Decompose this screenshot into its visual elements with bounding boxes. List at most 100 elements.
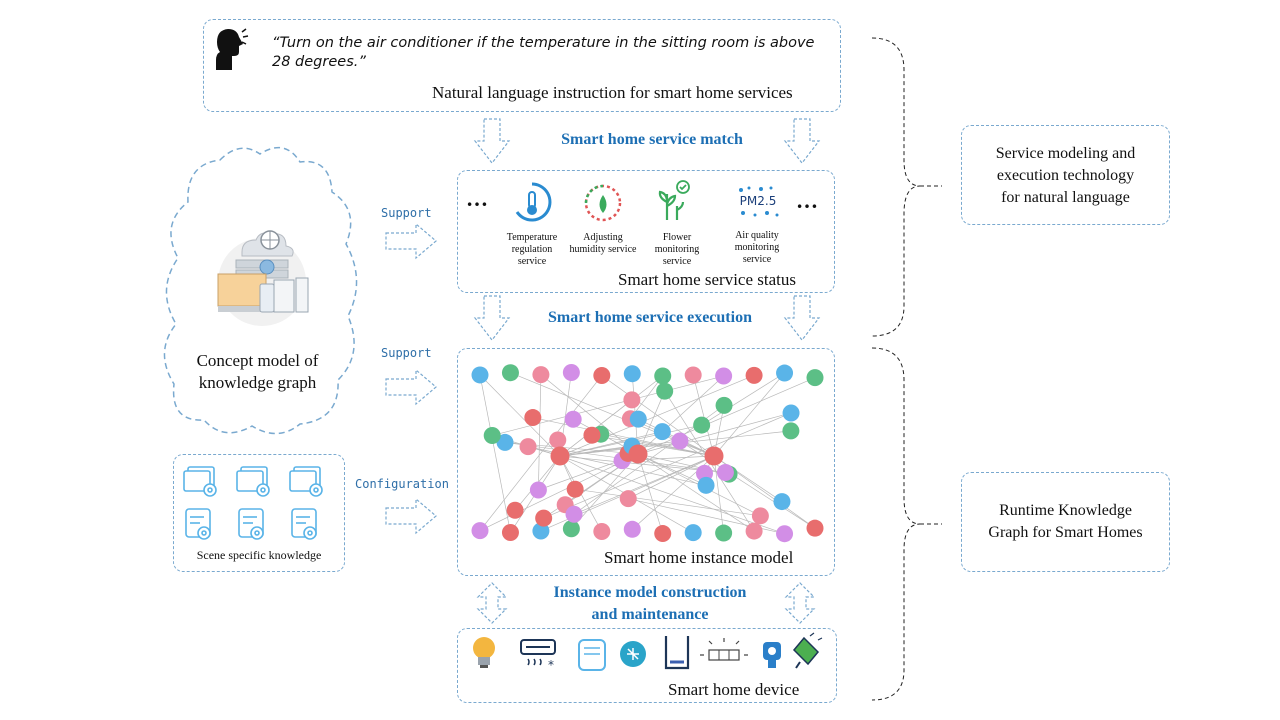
graph-node: [519, 438, 537, 456]
construction-title-line1: Instance model construction: [553, 584, 747, 601]
graph-edge: [637, 377, 816, 455]
graph-node: [782, 422, 800, 440]
service-modeling-line2: execution technology: [996, 167, 1135, 184]
graph-node: [684, 524, 702, 542]
graph-edge: [479, 375, 603, 531]
graph-edge: [559, 445, 633, 457]
graph-node: [483, 426, 501, 444]
knowledge-graph-visual: [471, 363, 824, 543]
graph-node: [806, 369, 824, 387]
graph-node: [697, 476, 715, 494]
service-execution-title: Smart home service execution: [548, 309, 752, 326]
computer-devices-icon: [217, 230, 309, 326]
sensor-icon: [763, 642, 781, 668]
graph-node: [471, 522, 489, 540]
graph-edge: [575, 488, 761, 517]
instruction-quote: “Turn on the air conditioner if the temp…: [272, 35, 815, 70]
graph-node: [501, 364, 519, 382]
graph-node: [782, 404, 800, 422]
graph-node: [566, 480, 584, 498]
speaking-person-icon: [216, 28, 249, 70]
service-status-caption: Smart home service status: [618, 270, 796, 289]
graph-edge: [637, 453, 755, 532]
graph-edge: [479, 453, 639, 531]
graph-node: [751, 507, 769, 525]
graph-node: [773, 493, 791, 511]
service-modeling-box: [961, 125, 1170, 225]
graph-node: [656, 382, 674, 400]
graph-edge: [591, 434, 715, 457]
graph-edge: [637, 375, 724, 455]
graph-edge: [679, 440, 816, 529]
graph-edge: [559, 455, 785, 535]
graph-node: [562, 520, 580, 538]
graph-node: [623, 365, 641, 383]
ellipsis-left: …: [466, 186, 488, 211]
graph-node: [776, 364, 794, 382]
air-conditioner-icon: *: [520, 639, 556, 672]
graph-edge: [628, 455, 715, 499]
flower-icon: [658, 180, 690, 220]
instance-model-caption: Smart home instance model: [604, 548, 794, 567]
graph-node: [471, 366, 489, 384]
bulb-icon: [473, 637, 495, 668]
service-label-humidity: Adjusting humidity service: [569, 232, 637, 255]
graph-edge: [492, 375, 724, 436]
svg-text:*: *: [548, 658, 554, 672]
graph-hub-node: [704, 446, 724, 466]
graph-node: [745, 366, 763, 384]
service-status-box: [457, 170, 835, 293]
graph-edge: [601, 375, 715, 457]
graph-edge: [479, 374, 511, 533]
service-label-air-quality: Air quality monitoring service: [734, 230, 780, 265]
concept-caption-line2: knowledge graph: [198, 373, 317, 392]
right-braces: [871, 37, 942, 701]
device-caption: Smart home device: [668, 680, 800, 699]
scene-knowledge-caption: Scene specific knowledge: [196, 548, 322, 562]
graph-node: [745, 522, 763, 540]
graph-node: [693, 416, 711, 434]
graph-node: [532, 366, 550, 384]
service-modeling-line3: for natural language: [1001, 189, 1130, 206]
service-modeling-line1: Service modeling and: [995, 145, 1136, 162]
ellipsis-right: …: [796, 188, 818, 213]
graph-node: [671, 432, 689, 450]
graph-node: [524, 409, 542, 427]
graph-node: [565, 505, 583, 523]
instruction-caption: Natural language instruction for smart h…: [432, 83, 793, 102]
graph-node: [654, 367, 672, 385]
graph-edge: [713, 455, 783, 502]
router-icon: [664, 636, 690, 670]
graph-node: [532, 522, 550, 540]
smart-plug-icon: [792, 632, 823, 669]
graph-hub-node: [550, 446, 570, 466]
concept-caption-line1: Concept model of: [196, 351, 319, 370]
graph-node: [654, 525, 672, 543]
graph-edge: [692, 374, 715, 457]
graph-edge: [637, 453, 664, 534]
graph-node: [715, 524, 733, 542]
service-label-temperature: Temperature regulation service: [506, 232, 558, 267]
runtime-kg-line2: Graph for Smart Homes: [988, 524, 1143, 541]
graph-edge: [540, 374, 639, 455]
led-light-icon: [700, 638, 748, 661]
pm25-text: PM2.5: [740, 194, 777, 208]
instruction-box: [203, 19, 841, 112]
graph-node: [716, 464, 734, 482]
graph-node: [623, 391, 641, 409]
device-icons: *: [473, 632, 823, 672]
graph-node: [776, 525, 794, 543]
humidity-icon: [584, 184, 622, 222]
support-label-1: Support: [381, 206, 432, 220]
graph-node: [806, 519, 824, 537]
graph-node: [593, 367, 611, 385]
graph-edge: [701, 372, 785, 426]
scene-config-icons: [183, 466, 323, 540]
configuration-label: Configuration: [355, 477, 449, 491]
graph-node: [715, 367, 733, 385]
graph-edge: [538, 374, 542, 491]
graph-node: [535, 509, 553, 527]
support-label-2: Support: [381, 346, 432, 360]
runtime-kg-line1: Runtime Knowledge: [999, 502, 1132, 519]
graph-edge: [573, 455, 715, 515]
